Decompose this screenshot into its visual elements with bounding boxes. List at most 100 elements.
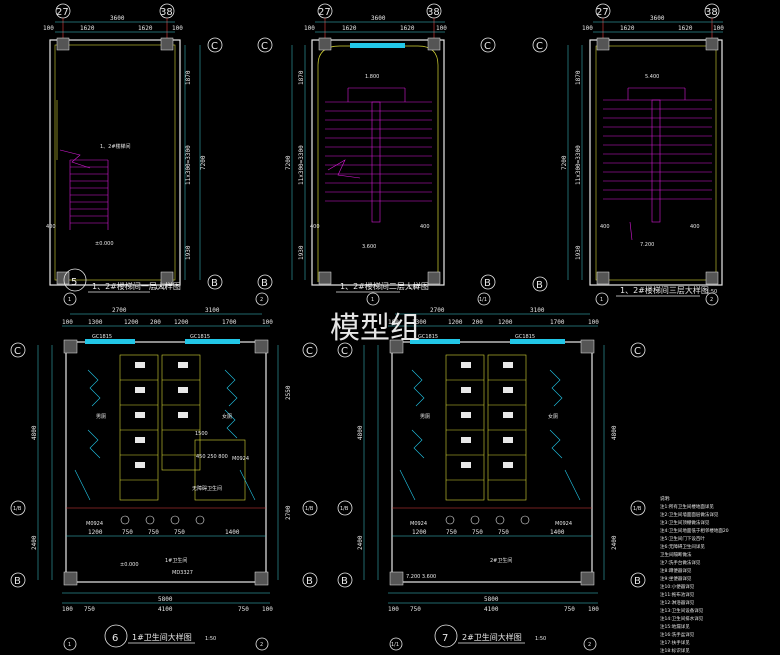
stair-flight: [59, 149, 109, 230]
note-line: 注8:蹲便器详见: [660, 567, 692, 574]
column: [389, 571, 404, 586]
dimension-text: 1620: [620, 25, 635, 32]
dimension-text: 5800: [158, 596, 173, 603]
axis-bubble: [595, 292, 609, 306]
note-line: 注5:卫生间门下设百叶: [660, 535, 705, 542]
door-swings: [74, 369, 256, 501]
dimension-text: 100: [172, 25, 183, 32]
note-line: 注17:扶手详见: [660, 639, 690, 646]
note-line: 卫生间隔断做法: [660, 551, 692, 558]
dimension-text: 750: [148, 529, 159, 536]
axis-label: 2: [710, 297, 713, 303]
column: [254, 571, 269, 586]
drawing-scale: 1:50: [408, 285, 419, 291]
column: [580, 339, 595, 354]
axis-label: 27: [596, 7, 609, 18]
window: [410, 339, 460, 344]
window-label: GC1815: [190, 334, 210, 340]
dimension-text: 1300: [412, 319, 427, 326]
note-line: 注13:卫生间设备详见: [660, 607, 704, 614]
axis-bubble: [532, 276, 548, 292]
sinks: [445, 515, 530, 525]
dimension-text: 1620: [342, 25, 357, 32]
axis-label: 1/1: [391, 642, 399, 648]
dimension-text: 100: [713, 25, 724, 32]
column: [389, 339, 404, 354]
dimension-text: 1620: [80, 25, 95, 32]
axis-bubble: [257, 274, 273, 290]
axis-label: B: [211, 278, 218, 289]
dimension-text: 7200: [285, 155, 292, 170]
axis-label: C: [341, 346, 348, 357]
door-label: M0924: [86, 521, 103, 527]
dimension-text: 1700: [222, 319, 237, 326]
axis-label: 38: [427, 7, 440, 18]
dimension-text: 5800: [484, 596, 499, 603]
dimension-text: 750: [472, 529, 483, 536]
axis-bubble: [366, 292, 380, 306]
inner-dim: 450 250 800: [196, 454, 228, 460]
dimension-text: 750: [122, 529, 133, 536]
stair-plan-level-2: 27 38 3600 100 1620 1620 100: [257, 3, 496, 293]
dimension-text: 2400: [611, 535, 618, 550]
dimension-text: 1930: [298, 245, 305, 260]
note-line: 注2:卫生间墙面面层做法详见: [660, 511, 719, 518]
dimension-text: 100: [388, 606, 399, 613]
axis-label: 1/B: [633, 506, 642, 512]
dimension-text: 400: [46, 224, 56, 230]
dimension-text: 100: [588, 319, 599, 326]
level-mark: 3.600: [362, 244, 376, 250]
dimension-text: 4800: [357, 425, 364, 440]
dimension-text: 2700: [112, 307, 127, 314]
dimension-text: 100: [262, 319, 273, 326]
dimension-text: 750: [564, 606, 575, 613]
dimension-text: 4100: [484, 606, 499, 613]
dimension-text: 1200: [448, 319, 463, 326]
axis-bubble: [10, 342, 26, 358]
column: [580, 571, 595, 586]
urinals: [461, 362, 513, 468]
axis-label: B: [14, 576, 21, 587]
column: [318, 37, 332, 51]
axis-bubble: [207, 274, 223, 290]
axis-label: 27: [56, 7, 69, 18]
dimension-text: 100: [262, 606, 273, 613]
detail-number: 7: [442, 633, 448, 644]
axis-label: C: [306, 346, 313, 357]
axis-label: 1: [68, 297, 71, 303]
column: [254, 339, 269, 354]
column: [596, 37, 610, 51]
drawing-scale: 1:50: [205, 636, 216, 642]
note-line: 注18:标识详见: [660, 647, 690, 654]
column: [427, 37, 441, 51]
axis-label: B: [261, 278, 268, 289]
axis-label: 1: [68, 642, 71, 648]
window: [510, 339, 565, 344]
dimension-text: 200: [472, 319, 483, 326]
dimension-text: 1620: [678, 25, 693, 32]
axis-bubble: [630, 342, 646, 358]
toilet-wall: [391, 341, 593, 583]
general-notes: 说明: 注1:所有卫生间楼地面详见 注2:卫生间墙面面层做法详见 注3:卫生间顶…: [660, 495, 729, 654]
dimension-text: 1300: [88, 319, 103, 326]
window: [85, 339, 135, 344]
dimension-text: 750: [84, 606, 95, 613]
stair-wall: [589, 39, 723, 286]
axis-label: C: [484, 41, 491, 52]
stair-flight: [325, 87, 432, 223]
dimension-text: 100: [62, 606, 73, 613]
level-mark: 7.200 3.600: [406, 574, 436, 580]
dimension-text: 2700: [285, 505, 292, 520]
dimension-text: 3600: [371, 15, 386, 22]
window: [350, 43, 405, 48]
column: [596, 271, 610, 285]
axis-label: C: [14, 346, 21, 357]
dimension-text: 100: [304, 25, 315, 32]
window-label: GC1815: [418, 334, 438, 340]
dimension-text: 750: [446, 529, 457, 536]
axis-label: C: [211, 41, 218, 52]
axis-bubble: [302, 572, 318, 588]
dimension-text: 100: [388, 319, 399, 326]
dimension-text: 1930: [575, 245, 582, 260]
